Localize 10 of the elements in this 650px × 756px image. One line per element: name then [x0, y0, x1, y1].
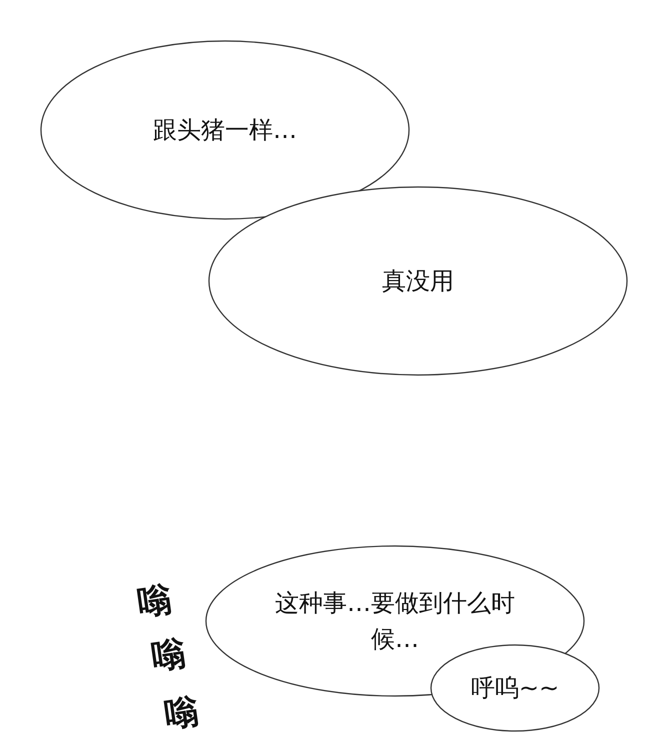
- speech-text: 真没用: [382, 266, 454, 297]
- speech-bubble: [40, 40, 410, 220]
- sound-effect-text: 嗡: [148, 632, 190, 680]
- speech-bubble: [208, 186, 628, 376]
- speech-text: 呼呜~~: [470, 673, 560, 704]
- sound-effect-text: 嗡: [162, 690, 202, 738]
- speech-text: 这种事…要做到什么时候…: [274, 588, 516, 655]
- speech-bubble: [430, 644, 600, 732]
- sound-effect-text: 嗡: [134, 578, 176, 626]
- speech-text: 跟头猪一样…: [153, 115, 297, 146]
